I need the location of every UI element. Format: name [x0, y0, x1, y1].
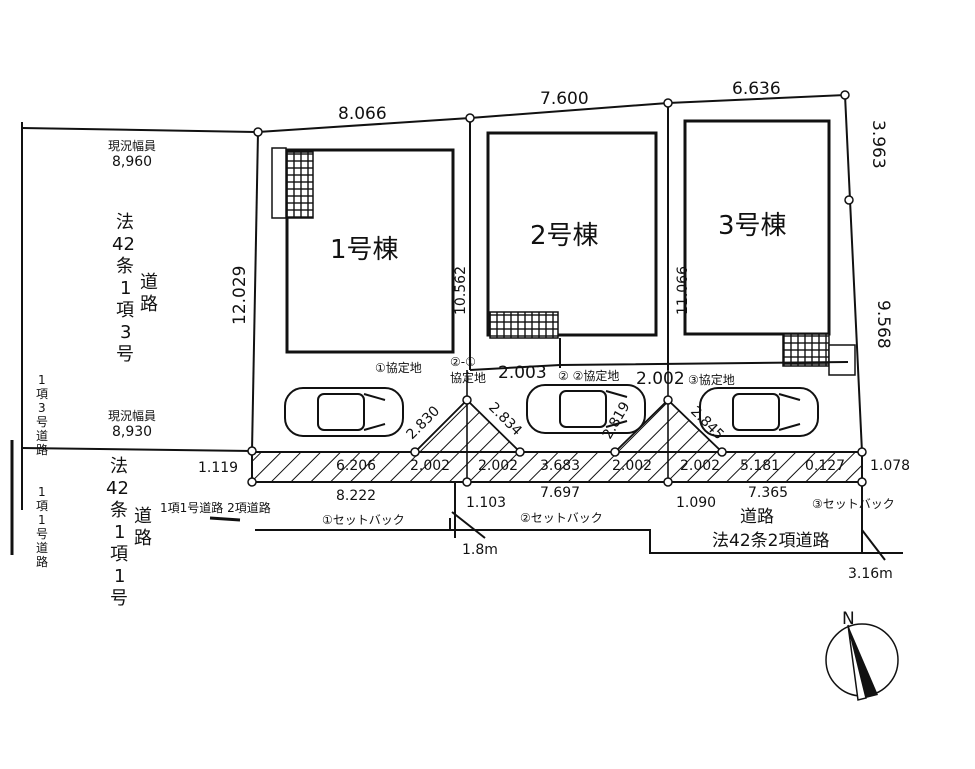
upper-road-char: 道	[140, 272, 158, 293]
edge-char: 道	[36, 429, 48, 443]
dim-top-3: 6.636	[732, 79, 781, 99]
edge-char: 項	[36, 499, 48, 513]
width-3-16: 3.16m	[848, 566, 893, 582]
dim-road-3: 7.697	[540, 485, 580, 501]
dim-front-6: 2.002	[680, 458, 720, 474]
parking-lines	[469, 338, 849, 371]
dim-front-8: 0.127	[805, 458, 845, 474]
agreement-areas	[413, 370, 724, 482]
lower-road-char: 42	[106, 478, 129, 499]
dim-top-2: 7.600	[540, 89, 589, 109]
kyotei-3-label: ② ②協定地	[558, 368, 619, 383]
dim-mid-b: 2.002	[636, 369, 685, 389]
lower-road-char: 道	[134, 506, 152, 527]
kyotei-1-label: ①協定地	[375, 360, 422, 375]
edge-char: 路	[36, 554, 48, 569]
upper-road-char: 42	[112, 234, 135, 255]
lower-road-char: 1	[114, 522, 125, 543]
edge-char: 1	[38, 485, 46, 499]
upper-road-char: 法	[116, 212, 134, 233]
lower-road-char: 条	[110, 500, 128, 521]
edge-char: 1	[38, 513, 46, 527]
lower-road-char: 路	[134, 528, 152, 549]
road-width-top-value: 8,960	[112, 154, 152, 170]
car-3	[699, 387, 819, 437]
survey-points	[247, 90, 867, 487]
dim-right-upper: 3.963	[868, 120, 888, 169]
building-outlines	[285, 119, 831, 354]
upper-road-char: 1	[120, 278, 131, 299]
kyotei-4-label: ③協定地	[688, 372, 735, 387]
dim-front-left: 1.119	[198, 460, 238, 476]
upper-road-char: 3	[120, 322, 131, 343]
dim-road-1: 8.222	[336, 488, 376, 504]
upper-road-char: 号	[116, 344, 134, 365]
dim-front-right: 1.078	[870, 458, 910, 474]
dim-left-depth: 12.029	[230, 266, 250, 325]
dim-div-1-2: 10.562	[453, 266, 469, 315]
building-2	[486, 131, 658, 337]
upper-road-char: 路	[140, 294, 158, 315]
setback-strip	[251, 451, 863, 483]
road-width-bottom-title: 現況幅員	[108, 408, 156, 423]
lower-road-char: 法	[110, 456, 128, 477]
dim-front-4: 3.683	[540, 458, 580, 474]
edge-text-lower: 1 項 1 号 道 路	[36, 485, 48, 569]
dim-mid-a: 2.003	[498, 363, 547, 383]
dim-front-3: 2.002	[478, 458, 518, 474]
width-1-8: 1.8m	[462, 542, 498, 558]
upper-road-char: 条	[116, 256, 134, 277]
lower-road-char: 1	[114, 566, 125, 587]
road-south-a: 道路	[740, 507, 774, 527]
upper-road-char: 項	[116, 300, 134, 321]
dim-right-lower: 9.568	[873, 300, 893, 349]
north-arrow-icon: N	[825, 609, 899, 701]
edge-char: 号	[36, 415, 48, 429]
kyotei-2b-label: 協定地	[450, 370, 486, 385]
setback-2-label: ②セットバック	[520, 511, 603, 525]
lower-road-char: 項	[110, 544, 128, 565]
car-1	[284, 387, 404, 437]
dim-front-1: 6.206	[336, 458, 376, 474]
dim-road-5: 7.365	[748, 485, 788, 501]
left-road-lower-text: 法 42 条 1 項 1 号 道 路	[106, 456, 152, 609]
left-road-lines	[10, 122, 259, 555]
edge-char: 路	[36, 442, 48, 457]
dim-top-1: 8.066	[338, 104, 387, 124]
dim-div-2-3: 11.066	[675, 266, 691, 315]
dim-road-2: 1.103	[466, 495, 506, 511]
edge-char: 1	[38, 373, 46, 387]
dim-road-4: 1.090	[676, 495, 716, 511]
edge-char: 道	[36, 541, 48, 555]
building-1	[285, 148, 455, 354]
building-3-label: 3号棟	[718, 211, 787, 241]
left-road-upper-text: 法 42 条 1 項 3 号 道 路	[112, 212, 158, 365]
car-2	[526, 384, 646, 434]
north-label: N	[842, 609, 855, 629]
setback-1-label: ①セットバック	[322, 513, 405, 527]
road-south-b: 法42条2項道路	[712, 531, 829, 551]
road-type-line: 1項1号道路 2項道路	[160, 500, 271, 515]
entrance-grids	[271, 147, 856, 376]
south-road-lines	[209, 482, 903, 561]
road-width-bottom-value: 8,930	[112, 424, 152, 440]
building-3	[683, 119, 831, 336]
dim-front-5: 2.002	[612, 458, 652, 474]
lower-road-char: 号	[110, 588, 128, 609]
setback-3-label: ③セットバック	[812, 497, 895, 511]
edge-char: 3	[38, 401, 46, 415]
edge-char: 号	[36, 527, 48, 541]
dim-front-7: 5.181	[740, 458, 780, 474]
kyotei-2a-label: ②-①	[450, 355, 476, 369]
road-width-top-title: 現況幅員	[108, 138, 156, 153]
edge-char: 項	[36, 387, 48, 401]
building-1-label: 1号棟	[330, 235, 399, 265]
edge-text-upper: 1 項 3 号 道 路	[36, 373, 48, 457]
building-2-label: 2号棟	[530, 221, 599, 251]
dim-front-2: 2.002	[410, 458, 450, 474]
